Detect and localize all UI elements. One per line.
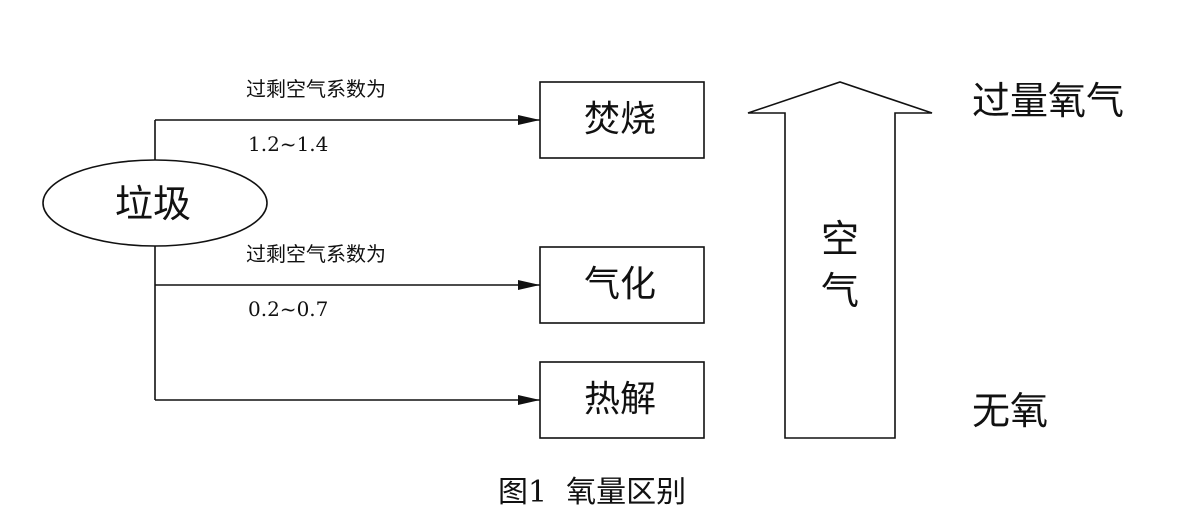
figure-caption: 图1 氧量区别 bbox=[498, 475, 687, 510]
air-label-1: 空 bbox=[821, 217, 860, 261]
box-gasification bbox=[539, 246, 705, 324]
box-incineration bbox=[539, 81, 705, 159]
scale-bottom-label: 无氧 bbox=[972, 389, 1049, 433]
source-label: 垃圾 bbox=[115, 182, 192, 226]
air-label-2: 气 bbox=[821, 269, 860, 313]
gasification-ratio-caption: 过剩空气系数为 bbox=[246, 242, 386, 266]
gasification-ratio-value: 0.2~0.7 bbox=[248, 297, 329, 321]
pyrolysis-label: 热解 bbox=[584, 379, 657, 420]
incineration-ratio-value: 1.2~1.4 bbox=[248, 132, 329, 156]
air-arrow bbox=[747, 81, 933, 439]
incineration-label: 焚烧 bbox=[584, 99, 657, 140]
scale-top-label: 过量氧气 bbox=[972, 79, 1125, 123]
box-pyrolysis bbox=[539, 361, 705, 439]
gasification-label: 气化 bbox=[584, 264, 657, 305]
incineration-ratio-caption: 过剩空气系数为 bbox=[246, 77, 386, 101]
